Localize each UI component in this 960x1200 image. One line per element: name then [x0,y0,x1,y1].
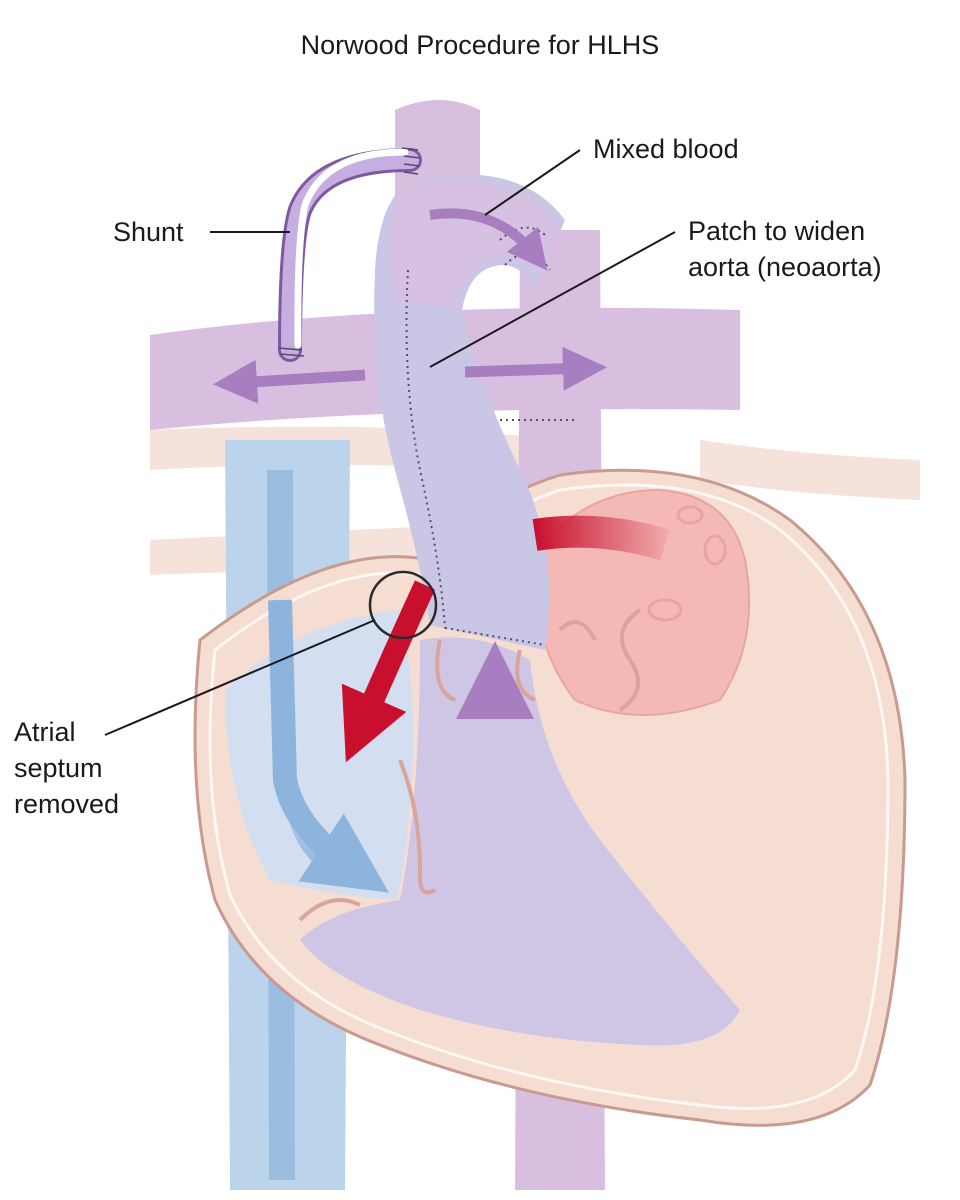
patch-label: Patch to widen aorta (neoaorta) [688,213,882,285]
atrial-septum-red-arrow [341,580,435,763]
shunt-sutures [277,147,421,357]
pulmonary-right-arrow [464,346,607,391]
shunt-label-text: Shunt [113,217,184,247]
septum-leader-line [104,619,376,736]
mixed-blood-leader-line [484,149,581,216]
mixed-blood-arrow [429,208,548,271]
patch-leader-line [429,231,676,368]
diagram-title: Norwood Procedure for HLHS [300,30,660,60]
shunt-tube-highlight [294,148,409,349]
vena-cava-blue-arrow [268,599,389,893]
shunt-label: Shunt [113,214,184,250]
pulmonary-vein-red-flow [532,515,670,561]
vena-cava-blue-branch [285,789,348,885]
leader-lines [104,149,676,736]
septum-highlight-circle [368,570,438,640]
mixed-blood-label-text: Mixed blood [593,134,739,164]
patch-label-line1: Patch to widen [688,216,866,246]
atrial-septum-label-line2: septum [14,753,103,783]
patch-label-line2: aorta (neoaorta) [688,252,882,282]
shunt-tube-fill [281,151,419,359]
atrial-septum-label: Atrial septum removed [14,714,119,822]
pulmonary-left-arrow [213,359,366,404]
atrial-septum-label-line3: removed [14,789,120,819]
mixed-blood-label: Mixed blood [593,131,739,167]
atrial-septum-label-line1: Atrial [14,717,76,747]
right-ventricle [300,637,740,1046]
pulmonary-vein-openings [647,505,727,622]
